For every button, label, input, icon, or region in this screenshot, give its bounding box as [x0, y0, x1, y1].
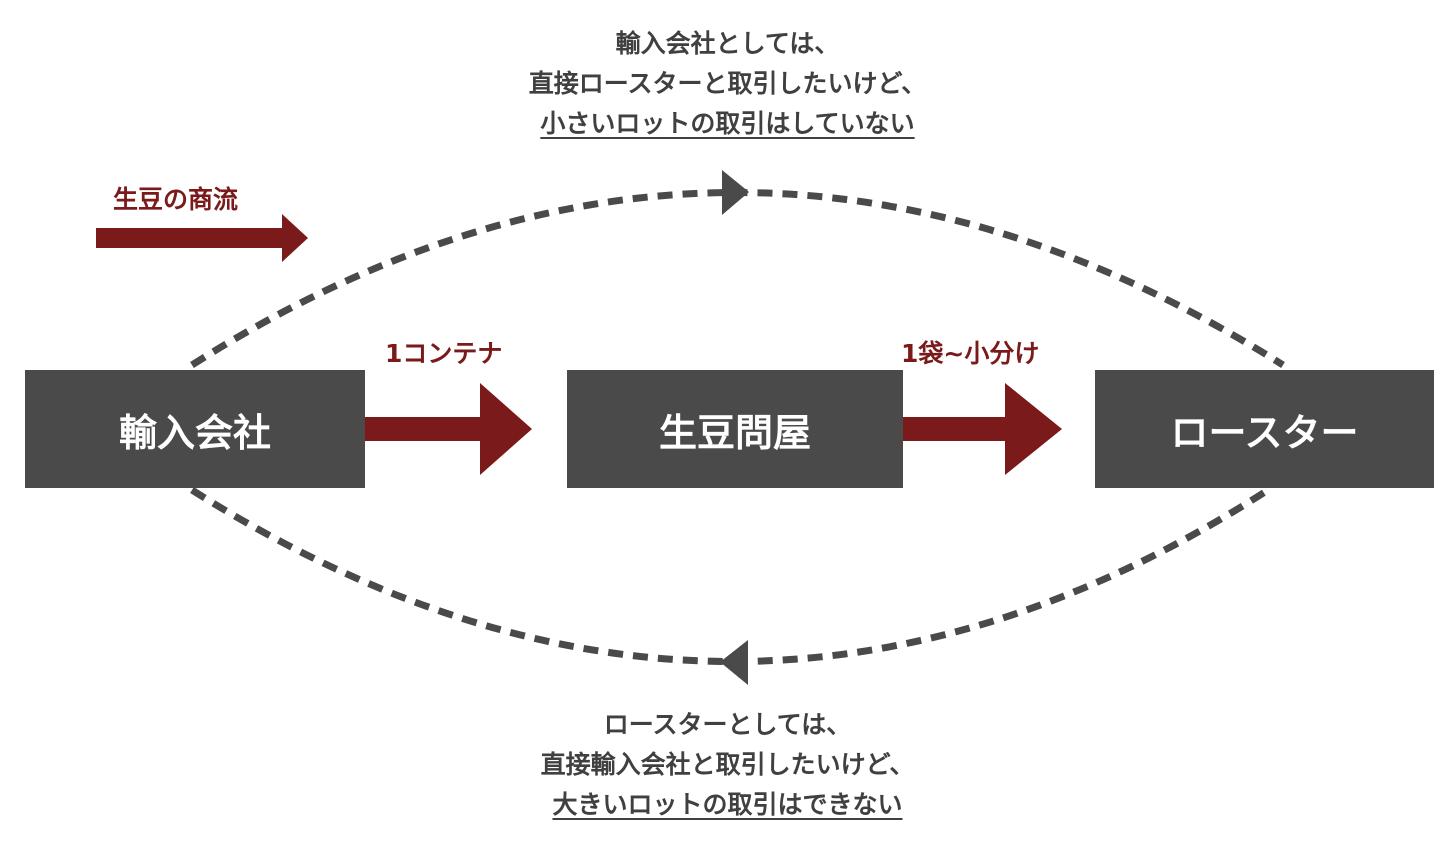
- flow-label-small-lot: 1袋~小分け: [901, 339, 1040, 368]
- bottom-caption-line-1: ロースターとしては、: [603, 710, 852, 739]
- flow-arrow-wholesaler-to-roaster: [895, 383, 1062, 475]
- top-arc-arrowhead-right: [722, 170, 749, 215]
- node-roaster: ロースター: [1095, 370, 1434, 488]
- legend-arrow: [96, 214, 308, 262]
- bottom-caption-line-2: 直接輸入会社と取引したいけど、: [540, 750, 915, 779]
- bottom-caption-line-3: 大きいロットの取引はできない: [552, 790, 903, 819]
- flow-label-container: 1コンテナ: [385, 339, 503, 368]
- top-caption-line-3: 小さいロットの取引はしていない: [540, 109, 915, 138]
- flow-arrow-importer-to-wholesaler: [365, 383, 532, 475]
- bottom-caption: ロースターとしては、 直接輸入会社と取引したいけど、 大きいロットの取引はできな…: [0, 705, 1455, 825]
- legend-label: 生豆の商流: [113, 185, 239, 214]
- top-caption-line-1: 輸入会社としては、: [615, 29, 840, 58]
- bottom-dashed-arc: [190, 487, 1270, 665]
- bottom-arc-arrowhead-left: [720, 640, 748, 685]
- top-dashed-arc: [190, 189, 1285, 368]
- node-wholesaler: 生豆問屋: [567, 370, 903, 488]
- top-caption-line-2: 直接ロースターと取引したいけど、: [528, 69, 927, 98]
- top-caption: 輸入会社としては、 直接ロースターと取引したいけど、 小さいロットの取引はしてい…: [0, 24, 1455, 144]
- node-importer: 輸入会社: [25, 370, 365, 488]
